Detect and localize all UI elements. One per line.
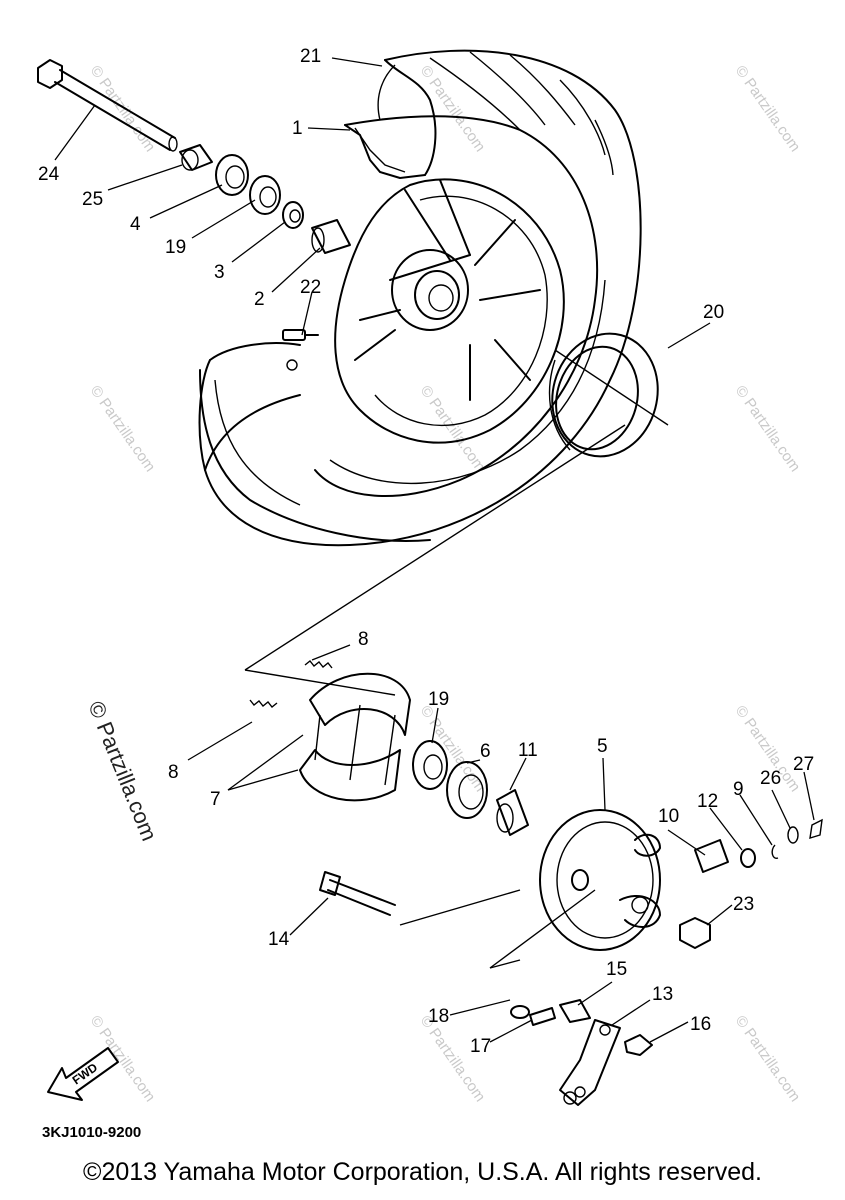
watermark: © Partzilla.com xyxy=(417,383,489,476)
copyright-footer: ©2013 Yamaha Motor Corporation, U.S.A. A… xyxy=(83,1158,762,1186)
axle-assembly xyxy=(37,59,351,254)
watermark: © Partzilla.com xyxy=(87,1013,159,1106)
callout-23: 23 xyxy=(733,894,754,915)
leader-lines xyxy=(54,57,815,1043)
callout-24: 24 xyxy=(38,164,60,185)
watermark: © Partzilla.com xyxy=(417,703,489,796)
callout-20: 20 xyxy=(703,302,724,323)
callout-13: 13 xyxy=(652,984,673,1005)
callout-21: 21 xyxy=(300,46,321,67)
callout-1: 1 xyxy=(292,118,303,139)
callout-27: 27 xyxy=(793,754,814,775)
watermark-large: © Partzilla.com xyxy=(83,698,162,845)
callout-14: 14 xyxy=(268,929,290,950)
wheel-tire xyxy=(198,49,642,547)
rim-band xyxy=(548,332,659,458)
brake-panel xyxy=(319,809,823,951)
callout-19a: 19 xyxy=(165,237,186,258)
callout-3: 3 xyxy=(214,262,225,283)
callout-8a: 8 xyxy=(358,629,369,650)
callout-5: 5 xyxy=(597,736,608,757)
callout-18: 18 xyxy=(428,1006,449,1027)
callout-22: 22 xyxy=(300,277,321,298)
brake-arm xyxy=(510,999,653,1106)
fwd-label: FWD xyxy=(70,1060,101,1087)
watermark: © Partzilla.com xyxy=(732,63,804,156)
watermark: © Partzilla.com xyxy=(87,383,159,476)
callout-4: 4 xyxy=(130,214,141,235)
callout-17: 17 xyxy=(470,1036,491,1057)
callout-26: 26 xyxy=(760,768,781,789)
callout-11: 11 xyxy=(518,740,538,761)
callout-8b: 8 xyxy=(168,762,179,783)
callout-12: 12 xyxy=(697,791,718,812)
brake-shoes xyxy=(249,660,411,802)
callout-9: 9 xyxy=(733,779,744,800)
callout-2: 2 xyxy=(254,289,265,310)
watermark: © Partzilla.com xyxy=(87,63,159,156)
callout-7: 7 xyxy=(210,789,221,810)
part-code: 3KJ1010-9200 xyxy=(42,1124,141,1141)
watermark: © Partzilla.com xyxy=(417,63,489,156)
callout-10: 10 xyxy=(658,806,679,827)
callout-19b: 19 xyxy=(428,689,449,710)
connector-lines xyxy=(244,349,669,969)
callout-6: 6 xyxy=(480,741,491,762)
hub-bearings xyxy=(412,740,529,836)
watermark: © Partzilla.com xyxy=(732,383,804,476)
callout-16: 16 xyxy=(690,1014,711,1035)
callouts: 21 1 24 25 4 19 3 2 22 20 8 8 7 19 6 11 … xyxy=(38,46,814,1057)
callout-25: 25 xyxy=(82,189,103,210)
fwd-arrow-icon: FWD xyxy=(47,1047,119,1101)
callout-15: 15 xyxy=(606,959,627,980)
watermark: © Partzilla.com xyxy=(732,1013,804,1106)
